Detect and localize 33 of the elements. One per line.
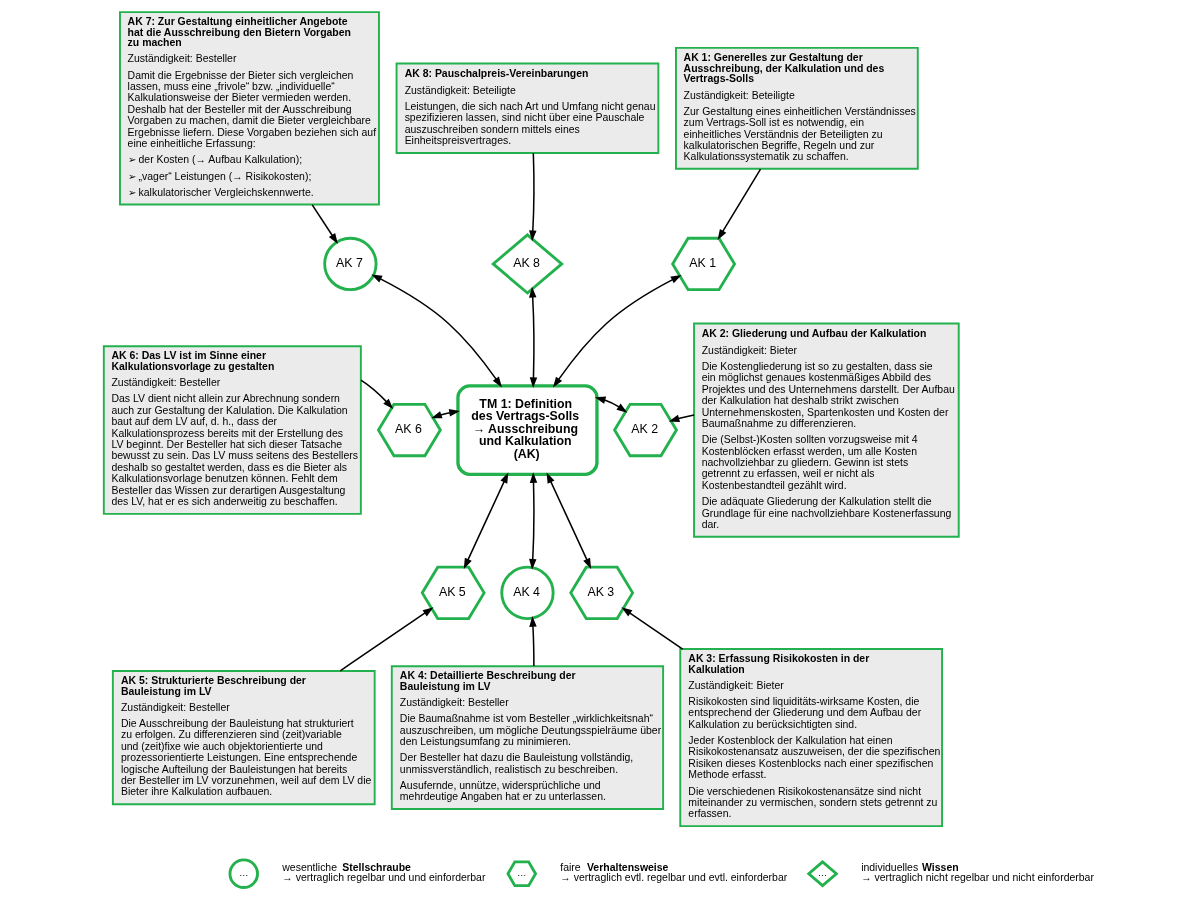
legend-label: individuelles Wissen → vertraglich nicht regelbar und nicht einforderbar (860, 861, 1094, 884)
node-circle: AK 4 (499, 565, 555, 620)
node-diamond: AK 8 (490, 233, 564, 295)
node-box: AK 2: Gliederung und Aufbau der Kalkulation Zuständigkeit: Bieter Die Kostengliederung ist so zu gestalten, dass sie ein möglichst genaues kostenmäßiges Abbild des Projektes und des Unternehmens darstellt. Der Aufbau der Kalkulation hat deshalb strikt zwischen Unternehmenskosten, Spartenkosten und Kosten der Baumaßnahme zu differenzieren. Die (Selbst-)Kosten sollten vorzugsweise mit 4 Kostenblöcken erfasst werden, um alle Kosten nachvollziehbar zu gliedern. Gewinn ist stets getrennt zu erfassen, weil er nicht als Kostenbestandteil gezählt wird. Die adäquate Gliederung der Kalkulation stellt die Grundlage für eine nachvollziehbare Kostenerfassung dar. (692, 322, 960, 538)
label: … (516, 867, 526, 879)
legend-label: faire Verhaltensweise → vertraglich evtl. regelbar und evtl. einforderbar (559, 861, 787, 884)
arrow (310, 204, 338, 244)
node-box: AK 1: Generelles zur Gestaltung der Ausschreibung, der Kalkulation und des Vertrags-Solls Zuständigkeit: Beteiligte Zur Gestaltung eines einheitlichen Verständnisses zum Vertrags-Soll ist es notwendig, ein einheitliches Verständnis der Beteiligten zu kalkulatorischen Begriffe, Regeln und zur Kalkulationssystematik zu schaffen. (674, 46, 919, 170)
arrow (528, 616, 537, 667)
arrow (668, 414, 695, 423)
arrow (546, 472, 591, 569)
arrow (594, 396, 627, 413)
label: … (238, 867, 249, 879)
node-circle: AK 7 (322, 236, 377, 292)
node-box: AK 7: Zur Gestaltung einheitlicher Angebote hat die Ausschreibung den Bietern Vorgaben zu machen Zuständigkeit: Besteller Damit die Ergebnisse der Bieter sich vergleichen lassen, muss eine „frivole“ bzw. „individuelle“ Kalkulationsweise der Bieter vermieden werden. Deshalb hat der Besteller mit der Ausschreibung Vorgaben zu machen, damit die Bieter vergleichbare Ergebnisse liefern. Diese Vorgaben beziehen sich auf eine einheitliche Erfassung: ➢ der Kosten (→ Aufbau Kalkulation); ➢ „vager“ Leistungen (→ Risikokosten); ➢ kalkulatorischer Vergleichskennwerte. (118, 11, 380, 206)
node-box: TM 1: Definition des Vertrags-Solls → Ausschreibung und Kalkulation (AK) (455, 384, 599, 476)
arrow (339, 607, 433, 672)
arrow (528, 286, 537, 388)
arrow (463, 472, 508, 569)
label: … (817, 867, 827, 879)
arrow (552, 275, 682, 388)
node-box: AK 4: Detaillierte Beschreibung der Bauleistung im LV Zuständigkeit: Besteller Die Baumaßnahme ist vom Besteller „wirklichkeitsnah“ auszuschreiben, um mögliche Deutungsspielräume über den Leistungsumfang zu minimieren. Der Besteller hat dazu die Bauleistung vollständig, unmissverständlich, realistisch zu beschreiben. Ausufernde, unnütze, widersprüchliche und mehrdeutige Angaben hat er zu unterlassen. (390, 665, 664, 810)
node-box: AK 6: Das LV ist im Sinne einer Kalkulationsvorlage zu gestalten Zuständigkeit: Besteller Das LV dient nicht allein zur Abrechnung sondern auch zur Gestaltung der Kalulation. Die Kalkulation baut auf dem LV auf, d. h., dass der Kalkulationsprozess bereits mit der Erstellung des LV beginnt. Der Besteller hat sich dieser Tatsache bewusst zu sein. Das LV muss seitens des Bestellers deshalb so gestaltet werden, dass es die Bieter als Kalkulationsvorlage benutzen können. Fehlt dem Besteller das Wissen zur derartigen Ausgestaltung des LV, hat er es sich anderweitig zu beschaffen. (102, 345, 362, 515)
arrow (528, 472, 537, 570)
node-box: AK 8: Pauschalpreis-Vereinbarungen Zuständigkeit: Beteiligte Leistungen, die sich nach Art und Umfang nicht genau spezifizieren lassen, sind nicht über eine Pauschale auszuschreiben sondern mittels eines Einheitspreisvertrages. (395, 62, 659, 154)
arrow (528, 152, 537, 242)
arrow (370, 274, 502, 388)
legend-label: wesentliche Stellschraube → vertraglich regelbar und und einforderbar (281, 861, 485, 884)
arrow (359, 379, 393, 410)
arrow (620, 607, 683, 650)
node-box: AK 3: Erfassung Risikokosten in der Kalkulation Zuständigkeit: Bieter Risikokosten sind liquiditäts-wirksame Kosten, die entsprechend der Gliederung und dem Aufbau der Kalkulation zu berücksichtigten sind. Jeder Kostenblock der Kalkulation hat einen Risikokostenansatz auszuweisen, der die spezifischen Risiken dieses Kostenblocks nach einer spezifischen Methode erfasst. Die verschiedenen Risikokostenansätze sind nicht miteinander zu vermischen, sondern stets getrennt zu erfassen. (678, 648, 943, 828)
node-box: AK 5: Strukturierte Beschreibung der Bauleistung im LV Zuständigkeit: Besteller Die Ausschreibung der Bauleistung hat strukturiert zu erfolgen. Zu differenzieren sind (zeit)variable und (zeit)fixe wie auch objektorientierte und prozessorientierte Leistungen. Eine entsprechende logische Aufteilung der Bauleistungen hat bereits der Besteller im LV vorzunehmen, weil auf dem LV die Bieter ihre Kalkulation aufbauen. (111, 670, 376, 806)
arrow (717, 168, 761, 240)
